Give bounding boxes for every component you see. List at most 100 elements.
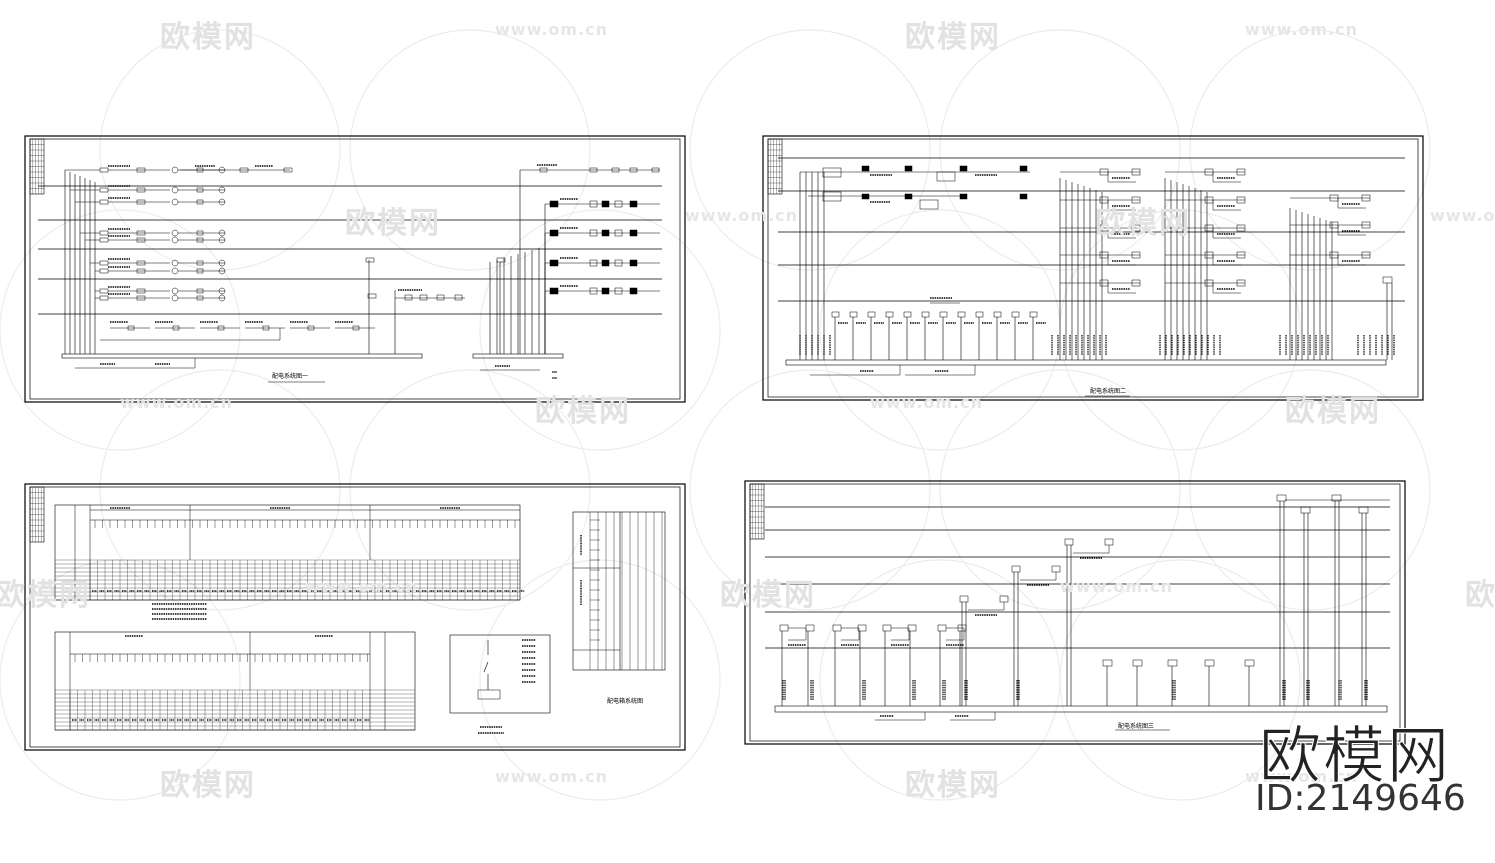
breaker [99,199,109,205]
panel-box [1236,196,1246,204]
breaker [99,260,109,266]
breaker [589,259,598,267]
watermark-logo: 欧模网 [720,578,816,613]
panel-box [779,624,789,632]
breaker [172,325,180,331]
watermark-url: www.om.cn [305,577,419,596]
sheet-system-diagram-3 [744,480,1406,745]
breaker [614,229,623,237]
breaker [959,193,968,200]
load-symbol [171,198,179,206]
panel-box [1236,224,1246,232]
sheet-title: 配电系统图三 [1118,723,1155,730]
watermark-circle [1189,369,1431,611]
watermark-logo: 欧模网 [905,768,1001,803]
watermark-circle [349,369,591,611]
sheet-schedule [24,483,686,751]
panel-box [1358,506,1369,514]
socket-box [993,311,1002,318]
panel-box [959,595,969,603]
watermark-logo: 欧模网 [160,20,256,55]
breaker [601,200,610,208]
breaker [99,268,109,274]
watermark-circle [939,369,1181,611]
panel-box [1300,506,1311,514]
watermark-logo: 欧模网 [535,394,631,429]
breaker [549,200,559,208]
watermark-url: www.om.cn [1245,20,1359,39]
load-symbol [171,287,179,295]
panel-box [1236,168,1246,176]
watermark-circle [1189,29,1431,271]
sheet-system-diagram-2 [762,135,1424,401]
breaker [589,200,598,208]
watermark-logo: 欧模网 [0,578,91,613]
watermark-url: www.om.cn [120,393,234,412]
watermark-circle [689,369,931,611]
watermark-url: www.om.cn [495,20,609,39]
watermark-url: www.om.cn [1430,206,1495,225]
load-symbol [171,166,179,174]
load-symbol [171,229,179,237]
watermark-logo: 欧模网 [1095,206,1191,241]
panel-box [1131,224,1141,232]
sheet-border [24,135,686,403]
breaker [196,260,204,266]
breaker [196,295,204,301]
load-symbol [218,287,226,295]
breaker [99,237,109,243]
watermark-logo: 欧模网 [345,206,441,241]
breaker [436,294,445,301]
detail-box [449,634,551,714]
watermark-circles [0,29,1431,801]
breaker [99,288,109,294]
load-symbol [218,198,226,206]
panel-box [1382,276,1393,284]
watermark-circle [479,209,721,451]
breaker [651,167,660,173]
breaker [629,287,638,295]
watermark-logo: 欧模网 [1465,578,1495,613]
panel-box [1131,251,1141,259]
watermark-logo: 欧模网 [160,768,256,803]
socket-box [939,311,948,318]
breaker [262,325,270,331]
breaker [614,287,623,295]
breaker [1019,165,1028,172]
socket-box [867,311,876,318]
panel-box [1276,494,1287,502]
watermark-url: www.om.cn [685,206,799,225]
breaker [196,288,204,294]
breaker [239,167,249,173]
breaker [127,325,135,331]
panel-box [907,624,917,632]
breaker [365,257,375,263]
cabinet [822,191,842,202]
meter [136,237,146,243]
load-symbol [218,186,226,194]
breaker [861,165,870,172]
sheet-inner-border [749,483,1401,742]
watermark-url: www.om.cn [1245,767,1359,786]
breaker [454,294,463,301]
watermark-circle [0,209,241,451]
panel-box [1011,565,1021,573]
sheet-title: 配电箱系统图 [607,698,644,705]
panel-box [1051,565,1061,573]
breaker [549,229,559,237]
load-symbol [218,294,226,302]
panel-box [1064,538,1074,546]
wire [483,661,489,673]
breaker [904,165,913,172]
breaker [861,193,870,200]
breaker [367,293,377,299]
panel-box [937,624,947,632]
watermark-url: www.om.cn [1060,577,1174,596]
breaker [959,165,968,172]
panel-box [1244,659,1255,667]
socket-box [831,311,840,318]
breaker [1019,193,1028,200]
panel-box [1361,251,1371,259]
busbar [61,353,423,359]
